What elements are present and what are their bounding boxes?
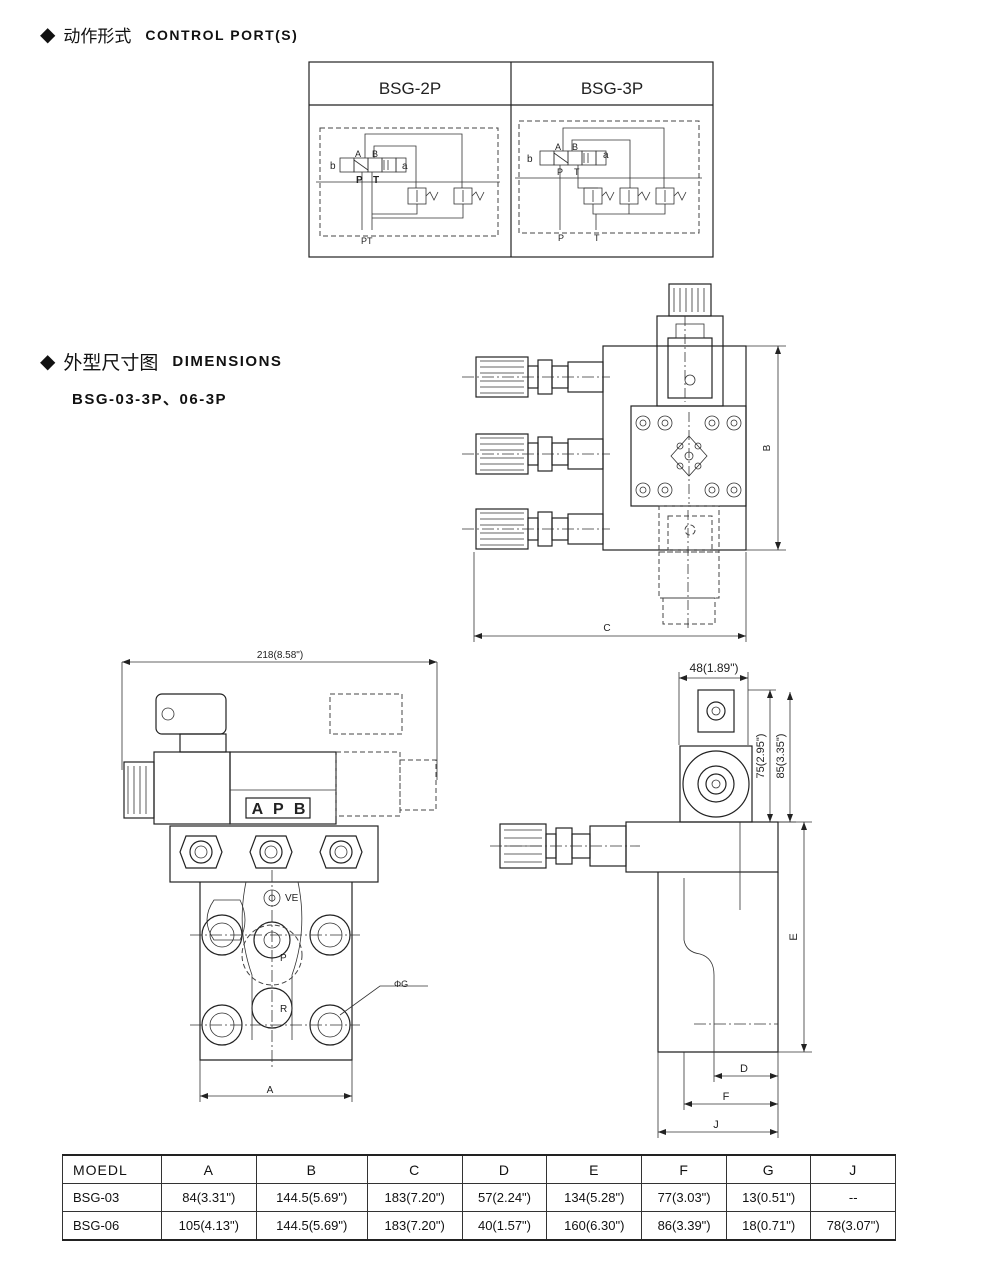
table-cell-model: BSG-03 — [62, 1183, 162, 1212]
bsg-2p-schematic — [316, 127, 500, 237]
bsg-2p-label-pt: PT — [361, 236, 373, 246]
table-cell: 144.5(5.69") — [255, 1211, 368, 1241]
table-cell: -- — [810, 1183, 896, 1212]
bsg-3p-label-bottom-t: T — [594, 233, 600, 243]
table-header-cell: MOEDL — [62, 1154, 162, 1184]
table-header-cell: A — [160, 1154, 257, 1184]
bsg-2p-label-T: T — [373, 175, 379, 186]
table-cell: 183(7.20") — [366, 1183, 463, 1212]
bsg-3p-label-b: b — [527, 154, 533, 165]
bsg-3p-schematic — [515, 120, 702, 234]
table-cell: 86(3.39") — [641, 1211, 727, 1241]
table-cell-model: BSG-06 — [62, 1211, 162, 1241]
bsg-2p-label-b: b — [330, 161, 336, 172]
table-header-cell: D — [461, 1154, 548, 1184]
control-ports-heading-en: CONTROL PORT(S) — [145, 26, 299, 43]
bsg-2p-label-A: A — [355, 149, 361, 159]
table-cell: 160(6.30") — [546, 1211, 643, 1241]
table-row: BSG-03 84(3.31") 144.5(5.69") 183(7.20")… — [62, 1183, 896, 1212]
dim-48-label: 48(1.89") — [690, 661, 739, 675]
p-label: P — [280, 953, 287, 964]
dim-85-label: 85(3.35") — [775, 734, 787, 779]
bsg-2p-label-a: a — [402, 161, 408, 172]
table-header-cell: F — [641, 1154, 727, 1184]
table-row: BSG-06 105(4.13") 144.5(5.69") 183(7.20"… — [62, 1211, 896, 1241]
table-cell: 40(1.57") — [461, 1211, 548, 1241]
top-view-drawing — [462, 283, 786, 642]
dimensions-heading-cn: 外型尺寸图 — [63, 352, 159, 374]
side-view-drawing — [490, 672, 812, 1138]
dim-overall-width-label: 218(8.58") — [257, 650, 303, 661]
table-header-row: MOEDL A B C D E F G J — [62, 1154, 896, 1184]
table-cell: 105(4.13") — [160, 1211, 257, 1241]
bsg-2p-label-B: B — [372, 149, 378, 159]
bsg-3p-label-bottom-p: P — [558, 233, 564, 243]
dim-d-label: D — [740, 1063, 748, 1075]
dimensions-heading: ◆ 外型尺寸图 DIMENSIONS — [40, 348, 282, 375]
phi-g-label: ΦG — [394, 979, 408, 989]
table-cell: 78(3.07") — [810, 1211, 896, 1241]
front-view-drawing — [121, 659, 438, 1102]
control-ports-heading-cn: 动作形式 — [63, 27, 132, 47]
table-cell: 144.5(5.69") — [255, 1183, 368, 1212]
bsg-3p-label-P: P — [557, 167, 563, 177]
control-ports-frame — [308, 61, 714, 258]
bsg-3p-label-B: B — [572, 142, 578, 152]
table-header-cell: C — [366, 1154, 463, 1184]
ve-label: VE — [285, 893, 299, 904]
bsg-2p-title: BSG-2P — [379, 79, 441, 98]
table-cell: 57(2.24") — [461, 1183, 548, 1212]
table-cell: 134(5.28") — [546, 1183, 643, 1212]
dim-a-label: A — [267, 1085, 274, 1096]
bsg-3p-label-A: A — [555, 142, 561, 152]
control-ports-heading: ◆ 动作形式 CONTROL PORT(S) — [40, 22, 299, 48]
dim-f-label: F — [723, 1091, 730, 1103]
bsg-3p-title: BSG-3P — [581, 79, 643, 98]
dim-75-label: 75(2.95") — [755, 734, 767, 779]
table-cell: 84(3.31") — [160, 1183, 257, 1212]
table-header-cell: E — [546, 1154, 643, 1184]
bsg-2p-label-P: P — [356, 175, 363, 186]
dim-j-label: J — [713, 1119, 719, 1131]
diamond-bullet-icon: ◆ — [40, 350, 56, 373]
table-cell: 183(7.20") — [366, 1211, 463, 1241]
dimensions-heading-en: DIMENSIONS — [172, 353, 283, 370]
port-letters-label: A P B — [252, 801, 309, 818]
table-header-cell: G — [725, 1154, 812, 1184]
dim-e-label: E — [788, 933, 800, 940]
diamond-bullet-icon: ◆ — [40, 23, 56, 46]
dim-c-label: C — [603, 623, 610, 634]
table-cell: 18(0.71") — [725, 1211, 812, 1241]
r-label: R — [280, 1004, 287, 1015]
table-header-cell: B — [255, 1154, 368, 1184]
table-cell: 77(3.03") — [641, 1183, 727, 1212]
bsg-3p-label-T: T — [574, 167, 580, 177]
table-header-cell: J — [810, 1154, 896, 1184]
dimensions-table: MOEDL A B C D E F G J BSG-03 84(3.31") 1… — [62, 1154, 896, 1241]
dim-b-label: B — [762, 444, 773, 451]
model-subtitle: BSG-03-3P、06-3P — [72, 391, 228, 408]
bsg-3p-label-a: a — [603, 150, 609, 161]
table-cell: 13(0.51") — [725, 1183, 812, 1212]
